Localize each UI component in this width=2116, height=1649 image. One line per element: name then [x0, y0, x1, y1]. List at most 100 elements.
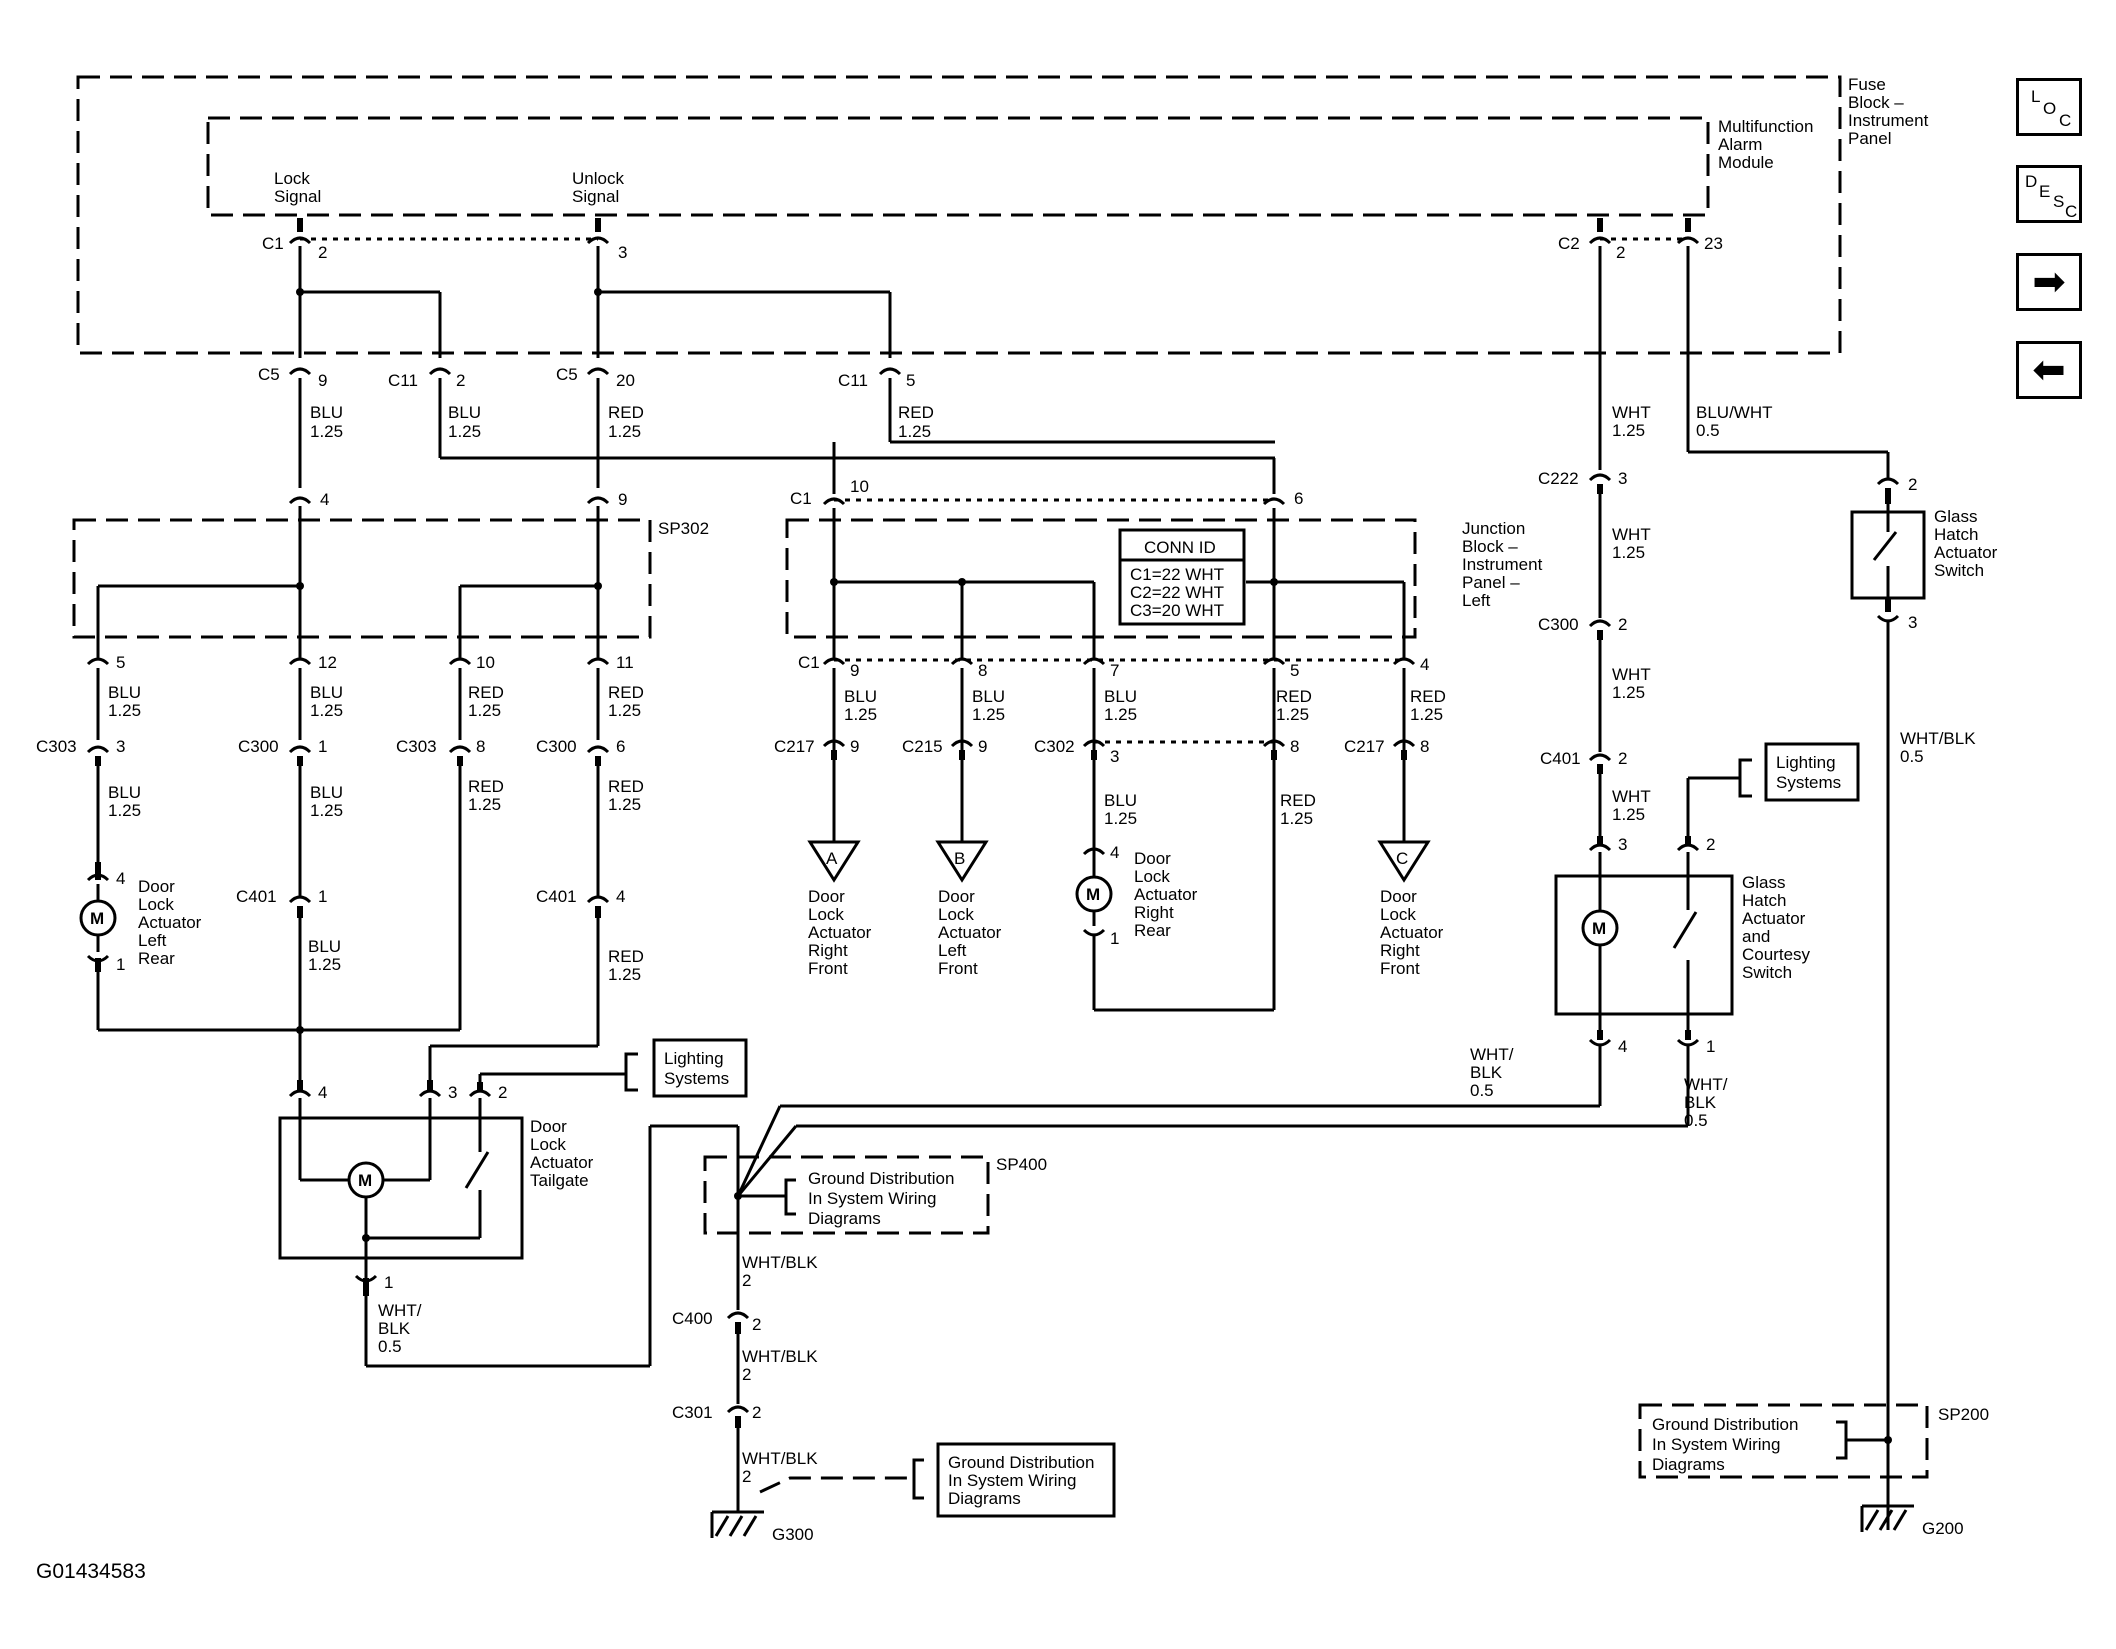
svg-text:C302: C302 — [1034, 737, 1075, 756]
ground-g200-label: G200 — [1922, 1519, 1964, 1538]
svg-text:M: M — [358, 1171, 372, 1190]
wire-label: 1.25 — [898, 422, 931, 441]
svg-text:C300: C300 — [1538, 615, 1579, 634]
wire-label: 1.25 — [448, 422, 481, 441]
svg-text:Door: Door — [1134, 849, 1171, 868]
svg-text:In System Wiring: In System Wiring — [808, 1189, 936, 1208]
wire-label: 1.25 — [1410, 705, 1443, 724]
svg-text:7: 7 — [1110, 661, 1119, 680]
connector-jb-8: 8 — [950, 657, 987, 680]
svg-text:12: 12 — [318, 653, 337, 672]
wire-label: RED — [898, 403, 934, 422]
svg-text:C401: C401 — [236, 887, 277, 906]
wire-label: 1.25 — [1104, 705, 1137, 724]
svg-text:Right: Right — [1380, 941, 1420, 960]
svg-text:Panel: Panel — [1848, 129, 1891, 148]
wire-label: 0.5 — [1696, 421, 1720, 440]
wire-label: WHT — [1612, 403, 1651, 422]
alarm-module-outline — [206, 116, 1710, 217]
svg-text:C: C — [1396, 849, 1408, 868]
wire-label: WHT — [1612, 525, 1651, 544]
svg-text:Front: Front — [1380, 959, 1420, 978]
svg-text:Front: Front — [938, 959, 978, 978]
svg-text:Door: Door — [808, 887, 845, 906]
wire-label: RED — [468, 683, 504, 702]
arrow-right-icon: ➡ — [2032, 260, 2066, 304]
loc-button[interactable]: L O C — [2016, 78, 2082, 136]
svg-text:Actuator: Actuator — [938, 923, 1002, 942]
svg-text:C1: C1 — [262, 234, 284, 253]
wire-label: 1.25 — [608, 422, 641, 441]
svg-text:C215: C215 — [902, 737, 943, 756]
sp200-outline — [1638, 1403, 1929, 1479]
svg-text:Lock: Lock — [138, 895, 174, 914]
wire-label: 1.25 — [844, 705, 877, 724]
svg-text:1: 1 — [1706, 1037, 1715, 1056]
svg-text:Right: Right — [1134, 903, 1174, 922]
wire-label: 1.25 — [972, 705, 1005, 724]
svg-text:1: 1 — [1110, 929, 1119, 948]
module-connector-c1-2: C1 2 — [262, 234, 327, 262]
connector-c1-6: 6 — [1262, 489, 1303, 508]
wht-circuit-wires — [1597, 218, 1890, 478]
wire-label: 1.25 — [1612, 805, 1645, 824]
previous-page-button[interactable]: ⬅ — [2016, 341, 2082, 399]
svg-text:Ground Distribution: Ground Distribution — [1652, 1415, 1798, 1434]
figure-id: G01434583 — [36, 1560, 146, 1583]
wire-label: BLU — [108, 783, 141, 802]
ref-a-door-lock-right-front: A Door Lock Actuator Right Front — [807, 840, 872, 978]
hatch-ground-wires — [736, 1044, 1690, 1197]
wire-label: RED — [468, 777, 504, 796]
alarm-module-label: Multifunction Alarm Module — [1718, 117, 1813, 172]
conn-id-box: CONN ID C1=22 WHT C2=22 WHT C3=20 WHT — [1118, 528, 1246, 626]
svg-text:C5: C5 — [258, 365, 280, 384]
svg-text:Rear: Rear — [138, 949, 175, 968]
wire-label: 1.25 — [608, 701, 641, 720]
svg-text:Actuator: Actuator — [1134, 885, 1198, 904]
svg-text:Module: Module — [1718, 153, 1774, 172]
connector-c5-20: C5 20 — [556, 365, 635, 390]
next-page-button[interactable]: ➡ — [2016, 253, 2082, 311]
svg-text:9: 9 — [318, 371, 327, 390]
fuse-block-label: Fuse Block – Instrument Panel — [1848, 75, 1929, 148]
svg-text:8: 8 — [1420, 737, 1429, 756]
svg-text:C2=22 WHT: C2=22 WHT — [1130, 583, 1224, 602]
connector-c11-2: C11 2 — [388, 367, 465, 390]
svg-text:8: 8 — [1290, 737, 1299, 756]
wire-label: 2 — [742, 1467, 751, 1486]
svg-text:2: 2 — [752, 1403, 761, 1422]
svg-text:1: 1 — [116, 955, 125, 974]
svg-text:Actuator: Actuator — [808, 923, 872, 942]
connector-c302-8: 8 — [1262, 737, 1299, 760]
svg-text:20: 20 — [616, 371, 635, 390]
wire-label: RED — [608, 947, 644, 966]
connector-c5-9: C5 9 — [258, 365, 327, 390]
unlock-signal-label: Unlock Signal — [572, 169, 624, 206]
svg-text:Instrument: Instrument — [1848, 111, 1929, 130]
svg-text:Left: Left — [938, 941, 967, 960]
ground-g300-label: G300 — [772, 1525, 814, 1544]
sp302-out-wires — [96, 668, 600, 740]
svg-text:Actuator: Actuator — [1934, 543, 1998, 562]
svg-text:23: 23 — [1704, 234, 1723, 253]
wire-label: RED — [1410, 687, 1446, 706]
wire-label: BLU — [310, 783, 343, 802]
svg-text:Multifunction: Multifunction — [1718, 117, 1813, 136]
svg-text:4: 4 — [320, 490, 329, 509]
svg-text:C222: C222 — [1538, 469, 1579, 488]
svg-text:Door: Door — [138, 877, 175, 896]
wire-label: BLU — [1104, 687, 1137, 706]
connector-sp302-out-10: 10 — [448, 653, 495, 672]
wire-label: WHT/ — [378, 1301, 422, 1320]
connector-sp302-out-11: 11 — [586, 653, 634, 672]
wire-label: 1.25 — [1280, 809, 1313, 828]
wire-label: 1.25 — [608, 965, 641, 984]
wire-label: BLU — [308, 937, 341, 956]
junction-block-label: Junction — [1462, 519, 1525, 538]
desc-button[interactable]: D E S C — [2016, 165, 2082, 223]
